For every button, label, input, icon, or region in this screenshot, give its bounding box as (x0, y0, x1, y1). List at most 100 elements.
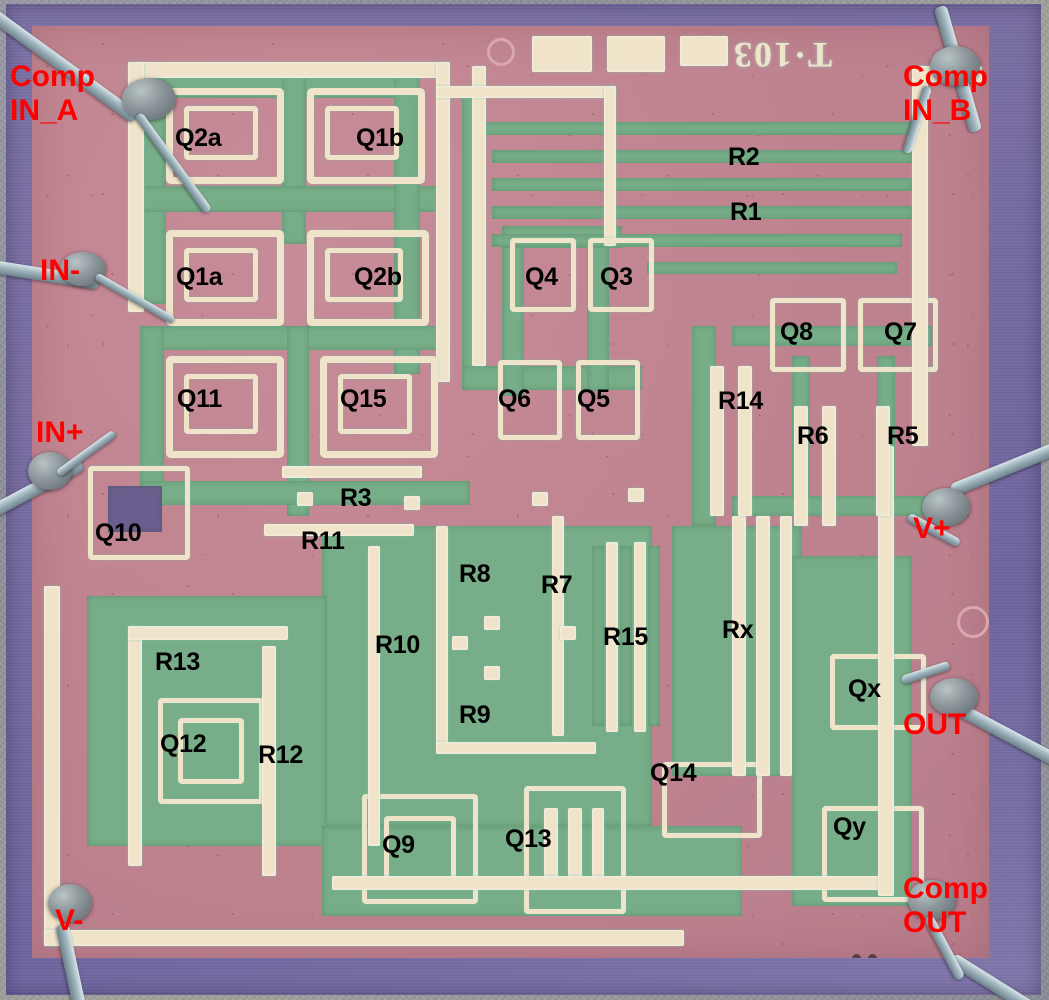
component-label-Q12: Q12 (160, 730, 207, 758)
metal-trace (436, 86, 616, 98)
metal-trace (436, 62, 450, 382)
transistor-metal-ring (166, 356, 284, 458)
transistor-emitter-finger (568, 808, 582, 884)
metal-bus-left (44, 930, 684, 946)
diffusion-stripe-r2 (492, 150, 912, 163)
contact-via (484, 666, 500, 680)
pad-label-line: Comp (903, 60, 988, 93)
surface-defect-dot (868, 954, 877, 958)
pad-label-line: IN_A (10, 93, 79, 127)
contact-via (628, 488, 644, 502)
diffusion-stripe (647, 262, 897, 274)
transistor-metal-ring (158, 698, 264, 804)
die-active-area: T·103 (32, 26, 989, 958)
component-label-R15: R15 (603, 623, 648, 651)
transistor-metal-ring (770, 298, 846, 372)
pad-label-line: IN_B (903, 93, 972, 127)
metal-test-pad (607, 36, 665, 72)
transistor-metal-ring (166, 230, 284, 326)
transistor-emitter-stripe (338, 374, 412, 434)
resistor-r15-finger (592, 546, 604, 726)
component-label-R11: R11 (301, 527, 345, 555)
pad-label-v-minus: V- (55, 906, 83, 936)
component-label-Q7: Q7 (884, 318, 917, 346)
transistor-emitter-finger (592, 808, 604, 884)
pad-label-line: OUT (903, 708, 967, 741)
transistor-metal-ring (822, 806, 924, 902)
component-label-Q2b: Q2b (354, 263, 402, 291)
die-marking-text: T·103 (732, 35, 833, 75)
transistor-metal-ring (362, 794, 478, 904)
resistor-r15-metal (634, 542, 646, 732)
resistor-metal-r9 (436, 742, 596, 754)
transistor-base-region (108, 486, 162, 532)
resistor-r15-finger (620, 546, 632, 726)
bond-pad-ball-comp-in-b (930, 46, 980, 86)
diffusion-block (462, 366, 642, 390)
resistor-metal-r3 (282, 466, 422, 478)
resistor-rx-metal (780, 516, 792, 776)
component-label-R10: R10 (375, 631, 420, 659)
component-label-Q1b: Q1b (356, 124, 404, 152)
contact-via (297, 492, 313, 506)
resistor-rx-metal (732, 516, 746, 776)
transistor-metal-ring (510, 238, 576, 312)
transistor-emitter-stripe (325, 106, 399, 160)
component-label-Q9: Q9 (382, 831, 415, 859)
transistor-metal-ring (524, 786, 626, 914)
resistor-metal-r6 (794, 406, 808, 526)
resistor-metal-r6 (822, 406, 836, 526)
resistor-metal-r13 (128, 626, 142, 866)
transistor-metal-ring (858, 298, 938, 372)
bond-pad-ball-out (930, 678, 978, 716)
component-label-Q4: Q4 (525, 263, 558, 291)
resistor-metal-r7 (552, 516, 564, 736)
diffusion-block (140, 326, 164, 506)
pad-label-line: V+ (913, 512, 951, 545)
resistor-metal-r5 (876, 406, 890, 516)
resistor-metal-r8 (436, 526, 448, 746)
diffusion-stripe-r1 (492, 178, 912, 191)
resistor-metal-r12 (128, 626, 288, 640)
pad-label-in-minus: IN- (40, 256, 80, 286)
contact-via (452, 636, 468, 650)
resistor-metal-r14 (710, 366, 724, 516)
component-label-R9: R9 (459, 701, 491, 729)
diffusion-stripe-r1 (492, 234, 902, 247)
pad-label-line: Comp (903, 872, 988, 905)
transistor-emitter-stripe (184, 248, 258, 302)
alignment-mark (957, 606, 989, 638)
component-label-R13: R13 (155, 648, 200, 676)
alignment-mark (487, 38, 515, 66)
component-label-Q8: Q8 (780, 318, 813, 346)
component-label-R14: R14 (718, 387, 763, 415)
surface-defect-dot (852, 954, 861, 958)
transistor-metal-ring (662, 762, 762, 838)
resistor-r15-metal (606, 542, 618, 732)
resistor-metal-r11 (264, 524, 414, 536)
metal-bus-bottom (332, 876, 892, 890)
metal-test-pad (680, 36, 728, 66)
pad-label-line: IN+ (36, 416, 84, 449)
pad-label-line: Comp (10, 60, 95, 93)
component-label-Q2a: Q2a (175, 124, 222, 152)
pad-label-out: OUT (903, 710, 966, 740)
transistor-metal-ring (178, 718, 244, 784)
diffusion-block (282, 74, 306, 244)
bond-pad-ball-comp-out (908, 880, 956, 920)
resistor-metal-r12 (262, 646, 276, 876)
pad-label-line: OUT (903, 905, 967, 939)
metal-trace (912, 66, 928, 446)
component-label-Rx: Rx (722, 616, 754, 644)
component-label-Q15: Q15 (340, 385, 387, 413)
transistor-emitter-stripe (325, 248, 403, 302)
contact-via (404, 496, 420, 510)
component-label-Q3: Q3 (600, 263, 633, 291)
transistor-metal-ring (576, 360, 640, 440)
metal-bus-right (878, 446, 894, 896)
diffusion-block (732, 326, 932, 346)
